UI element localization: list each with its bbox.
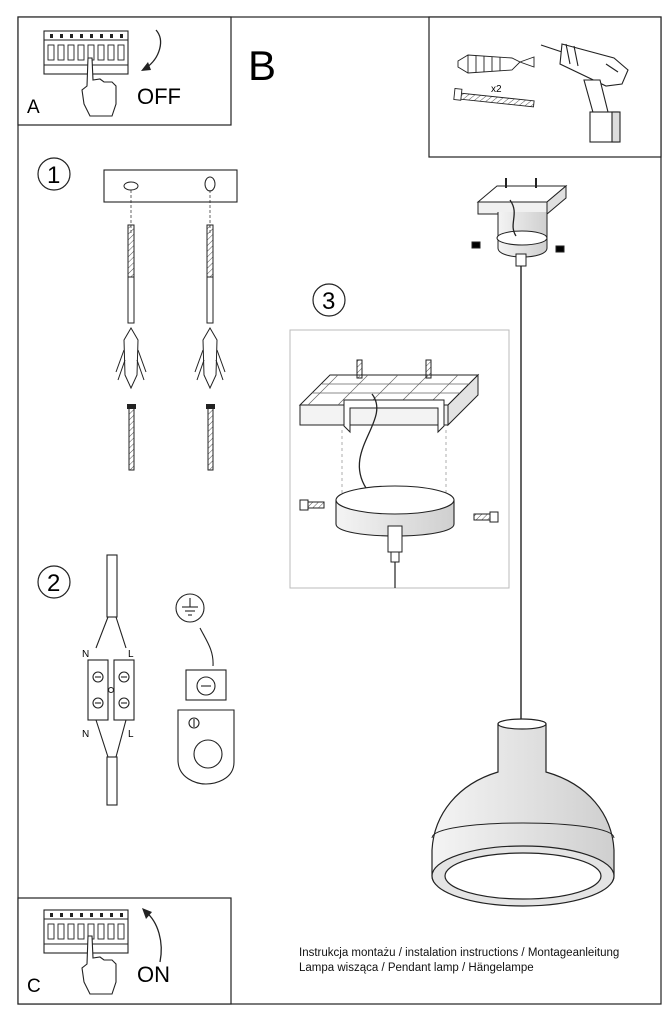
canopy <box>471 178 568 267</box>
wall-plug-right <box>194 327 226 390</box>
screw-right-icon <box>473 511 499 523</box>
screw-right <box>206 404 215 471</box>
box-c-power-on: C ON <box>17 897 232 1005</box>
on-label: ON <box>137 962 170 987</box>
step-2-number: 2 <box>47 570 60 597</box>
box-a-power-off: A OFF <box>17 16 232 126</box>
hand-icon <box>81 935 117 995</box>
footer-line-1: Instrukcja montażu / instalation instruc… <box>299 947 620 959</box>
footer-caption: Instrukcja montażu / instalation instruc… <box>299 946 619 976</box>
footer-line-2: Lampa wisząca / Pendant lamp / Hängelamp… <box>299 962 534 974</box>
terminal-block <box>87 659 135 721</box>
drill-bit-right <box>206 224 214 324</box>
circuit-breaker-icon <box>43 909 129 954</box>
detail-frame <box>289 329 510 589</box>
page-border <box>17 16 662 1005</box>
neutral-label-bottom: N <box>82 729 89 740</box>
step-1: 1 <box>37 157 238 471</box>
drill-icon <box>540 43 629 143</box>
tools-box: x2 <box>428 16 662 158</box>
live-label-bottom: L <box>128 729 134 740</box>
screw-left-icon <box>299 499 325 511</box>
canopy-detail <box>335 485 455 537</box>
step-3-marker <box>312 283 346 317</box>
neutral-label-top: N <box>82 649 89 660</box>
off-label: OFF <box>137 84 181 109</box>
hand-icon <box>81 57 117 117</box>
mounting-bracket <box>343 399 445 434</box>
wall-plug-icon <box>457 54 535 74</box>
screw-left <box>127 404 136 471</box>
arrow-down-icon <box>145 29 162 69</box>
ground-symbol-icon <box>175 593 205 623</box>
wall-plug-left <box>115 327 147 390</box>
box-c-letter: C <box>27 976 41 997</box>
screw-icon <box>453 88 535 108</box>
circuit-breaker-icon <box>43 30 129 75</box>
box-a-letter: A <box>27 97 40 118</box>
step-3: 3 <box>289 283 510 589</box>
drill-bit-left <box>127 224 135 324</box>
ground-terminal <box>177 669 235 785</box>
step-1-number: 1 <box>47 162 60 189</box>
step-3-number: 3 <box>322 288 335 315</box>
supply-cable <box>95 554 127 806</box>
quantity-label: x2 <box>491 84 502 95</box>
pendant-lamp <box>431 178 615 907</box>
box-b-letter: B <box>248 42 276 89</box>
cable-grip <box>387 525 403 563</box>
step-2: 2 N L N L <box>37 554 235 806</box>
live-label-top: L <box>128 649 134 660</box>
step-2-marker <box>37 565 71 599</box>
lamp-shade <box>431 718 615 907</box>
step-1-marker <box>37 157 71 191</box>
